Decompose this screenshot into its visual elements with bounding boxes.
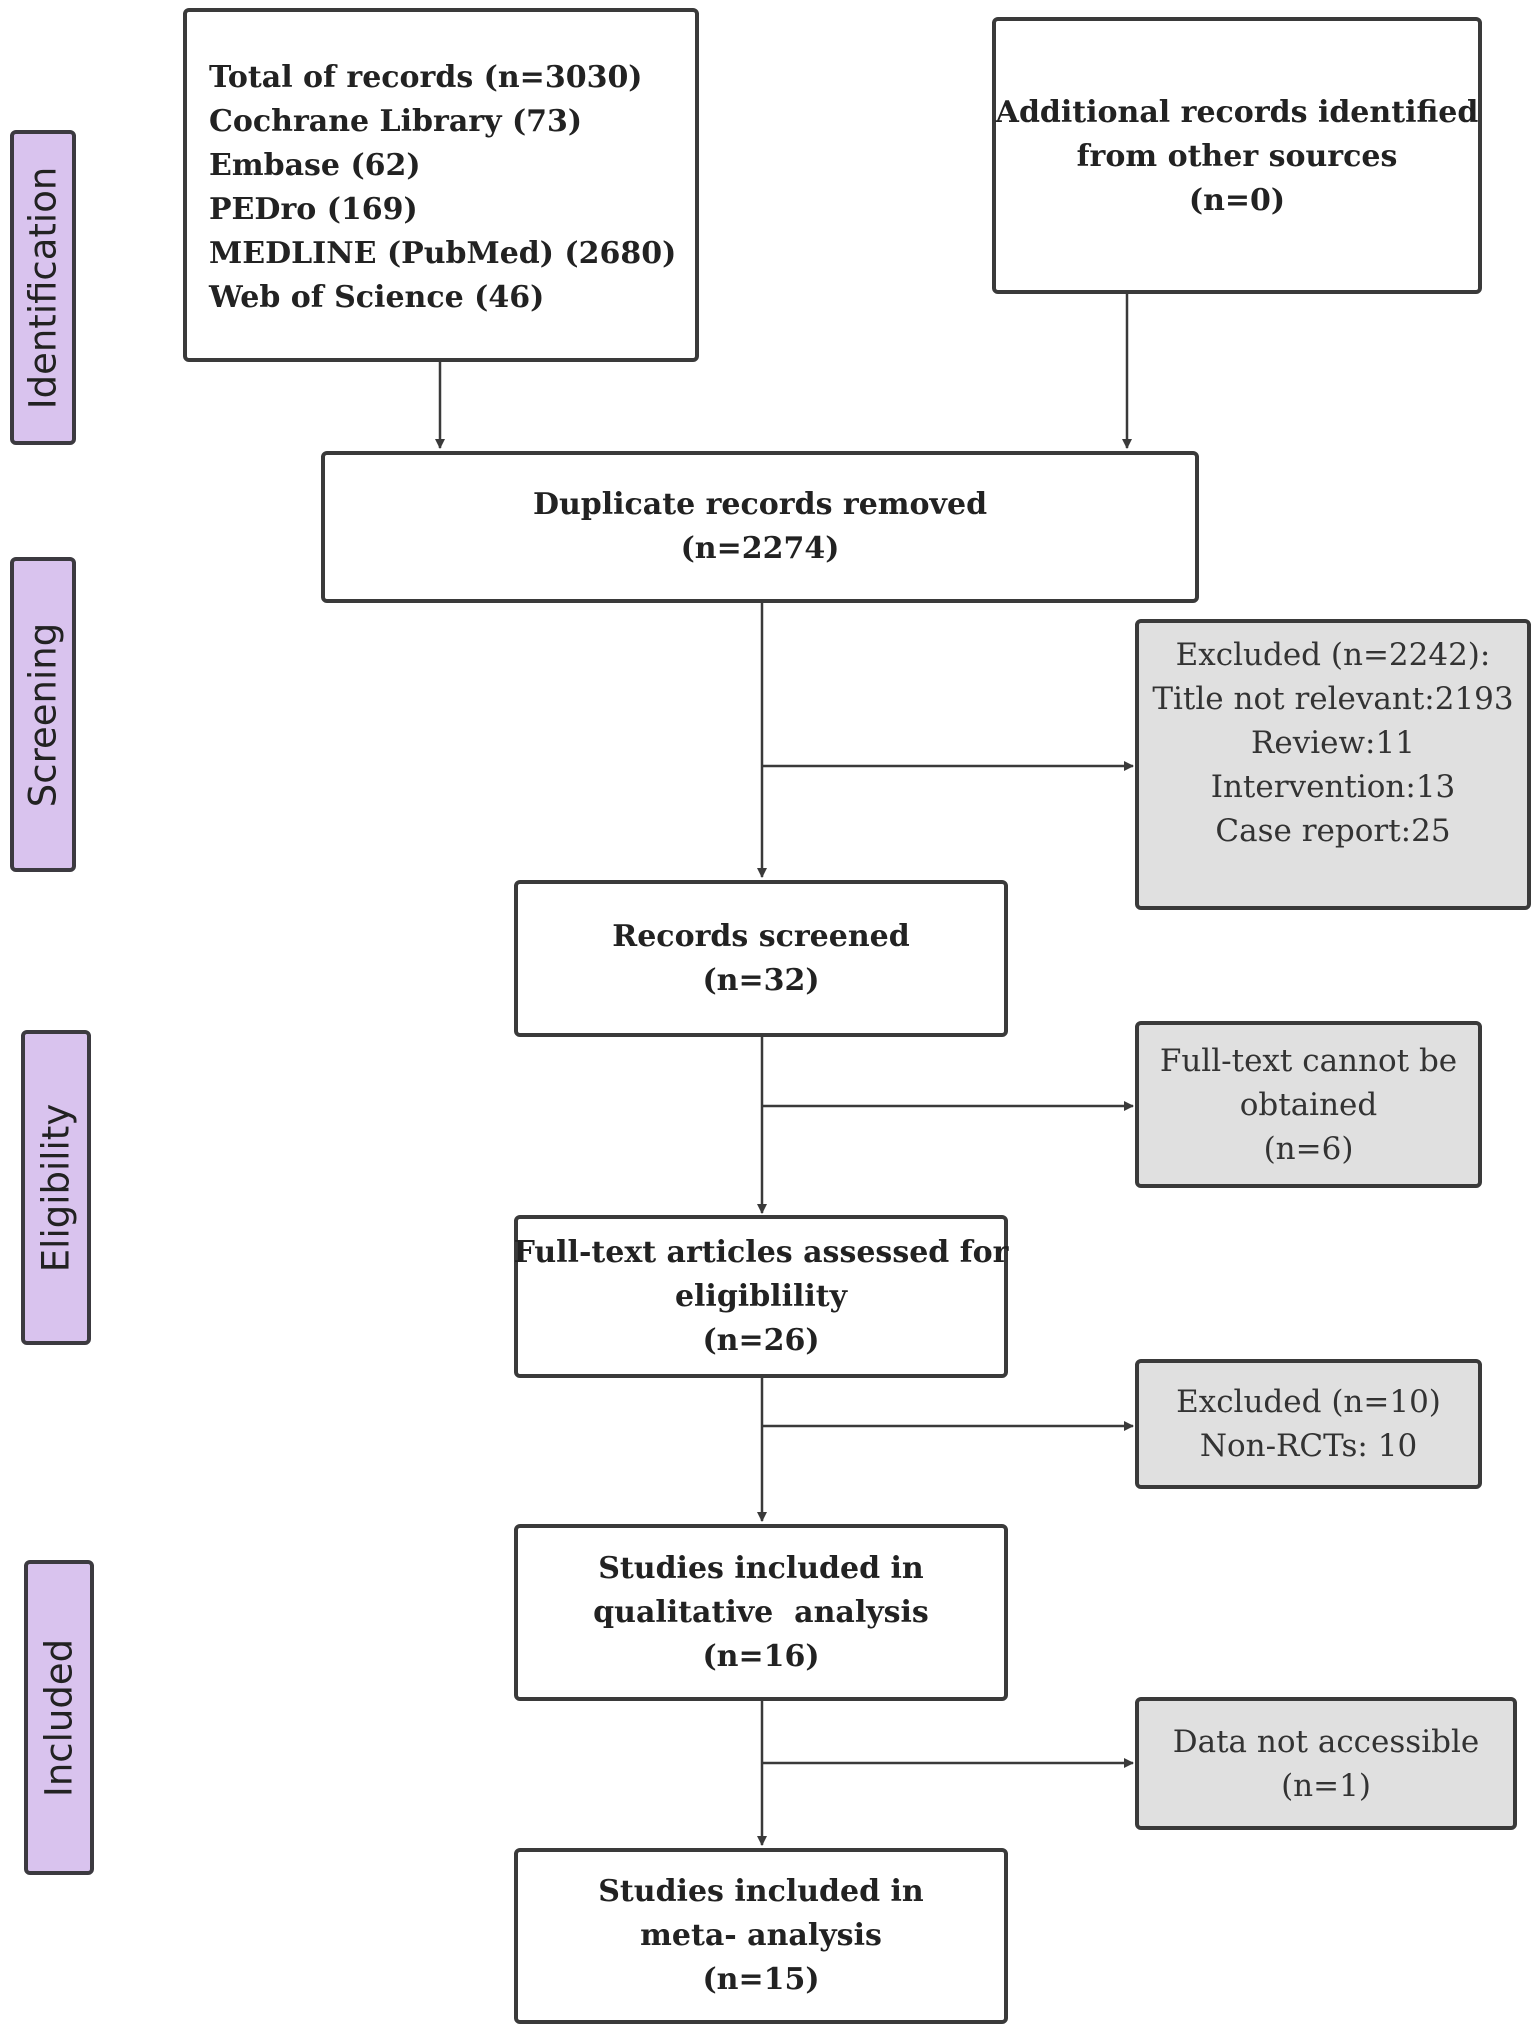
fulltext-unobtainable-line-1: Full-text cannot be [1159, 1042, 1458, 1079]
duplicates-removed-box: Duplicate records removed (n=2274) [321, 451, 1199, 603]
fulltext-assessed-box: Full-text articles assessed for eligibli… [514, 1215, 1008, 1378]
database-records-pedro: PEDro (169) [209, 192, 418, 227]
meta-analysis-line-1: Studies included in [598, 1874, 924, 1909]
meta-analysis-line-2: meta- analysis [640, 1918, 882, 1953]
fulltext-unobtainable-count: (n=6) [1263, 1130, 1354, 1167]
duplicates-removed-count: (n=2274) [680, 531, 840, 566]
stage-included-label: Included [37, 1638, 81, 1797]
duplicates-removed-label: Duplicate records removed [532, 487, 988, 522]
stage-identification-label: Identification [21, 166, 65, 409]
excluded-eligibility-total: Excluded (n=10) [1176, 1384, 1441, 1420]
stage-eligibility-label: Eligibility [34, 1103, 78, 1272]
fulltext-unobtainable-box: Full-text cannot be obtained (n=6) [1135, 1021, 1482, 1188]
additional-records-line-2: from other sources [1076, 139, 1398, 174]
meta-analysis-box: Studies included in meta- analysis (n=15… [514, 1848, 1008, 2024]
excluded-eligibility-box: Excluded (n=10) Non-RCTs: 10 [1135, 1359, 1482, 1489]
data-not-accessible-count: (n=1) [1281, 1767, 1371, 1804]
excluded-screening-case-report: Case report:25 [1215, 813, 1451, 849]
fulltext-assessed-count: (n=26) [702, 1322, 820, 1358]
stage-included: Included [24, 1560, 94, 1875]
additional-records-line-1: Additional records identified [995, 95, 1479, 130]
data-not-accessible-box: Data not accessible (n=1) [1135, 1697, 1517, 1830]
qualitative-count: (n=16) [702, 1638, 820, 1674]
excluded-eligibility-non-rcts: Non-RCTs: 10 [1199, 1428, 1418, 1464]
stage-screening: Screening [10, 557, 76, 872]
database-records-medline: MEDLINE (PubMed) (2680) [209, 236, 677, 271]
excluded-screening-box: Excluded (n=2242): Title not relevant:21… [1135, 619, 1531, 910]
database-records-total: Total of records (n=3030) [209, 60, 643, 95]
stage-eligibility: Eligibility [21, 1030, 91, 1345]
fulltext-assessed-line-1: Full-text articles assessed for [513, 1234, 1009, 1270]
database-records-web-of-science: Web of Science (46) [209, 280, 545, 315]
database-records-embase: Embase (62) [209, 148, 421, 183]
qualitative-line-1: Studies included in [598, 1550, 924, 1586]
additional-records-count: (n=0) [1188, 183, 1286, 218]
fulltext-unobtainable-line-2: obtained [1239, 1086, 1378, 1123]
records-screened-box: Records screened (n=32) [514, 880, 1008, 1037]
excluded-screening-total: Excluded (n=2242): [1175, 637, 1491, 673]
qualitative-analysis-box: Studies included in qualitative analysis… [514, 1524, 1008, 1701]
stage-identification: Identification [10, 130, 76, 445]
excluded-screening-intervention: Intervention:13 [1210, 769, 1456, 805]
excluded-screening-title: Title not relevant:2193 [1152, 681, 1514, 717]
meta-analysis-count: (n=15) [702, 1962, 820, 1997]
database-records-box: Total of records (n=3030) Cochrane Libra… [183, 8, 699, 362]
additional-records-box: Additional records identified from other… [992, 17, 1482, 294]
records-screened-label: Records screened [612, 918, 910, 954]
qualitative-line-2: qualitative analysis [593, 1594, 929, 1630]
excluded-screening-review: Review:11 [1251, 725, 1415, 761]
fulltext-assessed-line-2: eligiblility [674, 1278, 848, 1314]
database-records-cochrane: Cochrane Library (73) [209, 104, 583, 139]
data-not-accessible-label: Data not accessible [1172, 1723, 1480, 1760]
records-screened-count: (n=32) [702, 962, 820, 998]
stage-screening-label: Screening [21, 622, 65, 807]
